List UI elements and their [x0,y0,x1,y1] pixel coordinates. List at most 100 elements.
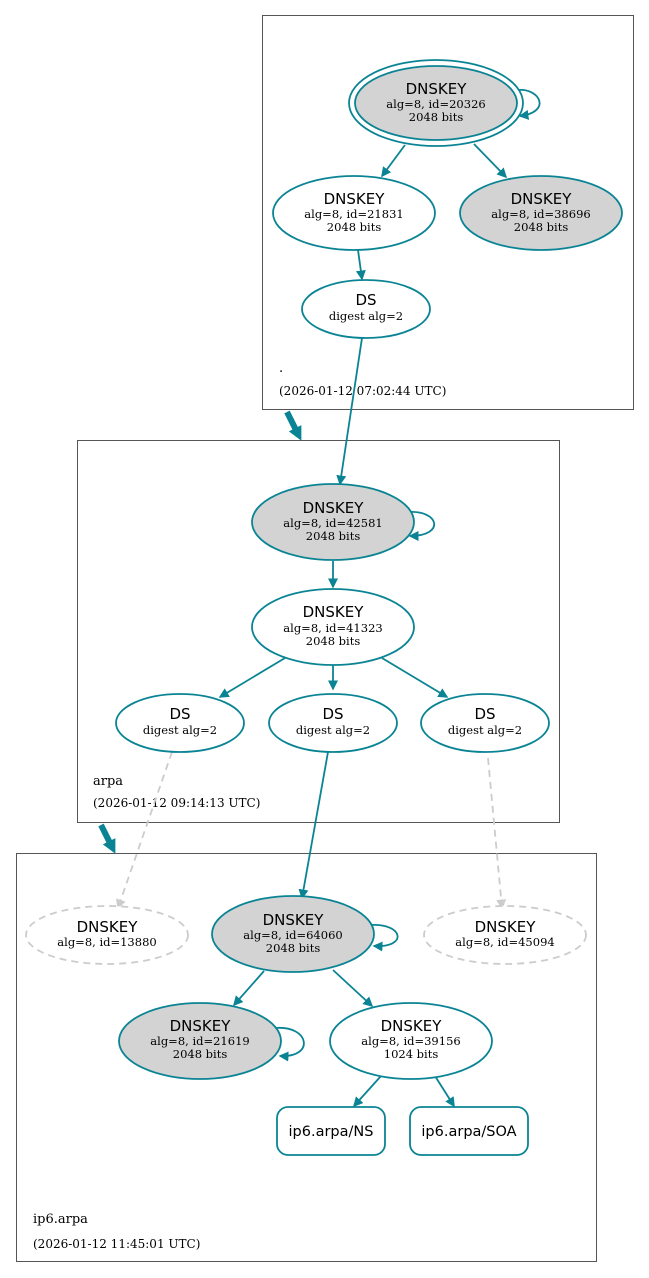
node-ds-root: DS digest alg=2 [301,279,431,339]
node-rrset-soa: ip6.arpa/SOA [409,1106,529,1156]
edge-root-ksk-self [517,89,541,120]
zone-ip6-border [16,853,597,1262]
edge-root-ksk-to-38696 [473,143,508,179]
edge-arpa-ksk-self [407,511,436,541]
node-dnskey-41323: DNSKEY alg=8, id=41323 2048 bits [251,588,415,666]
edge-ip6-ksk-self [369,924,399,952]
node-ds-arpa-3: DS digest alg=2 [420,693,550,753]
node-shape [276,1106,386,1156]
node-title: DS [322,705,343,723]
zone-arpa-border [77,440,560,823]
node-dnskey-20326: DNSKEY alg=8, id=20326 2048 bits [348,59,524,147]
edge-ip6-21619-self [274,1027,305,1062]
zone-root-timestamp: (2026-01-12 07:02:44 UTC) [279,384,446,398]
node-detail: alg=8, id=45094 [455,935,554,949]
node-shape [409,1106,529,1156]
edge-ds2-to-ip6-ksk [298,751,329,900]
node-detail: digest alg=2 [143,723,217,737]
node-shape [118,1002,282,1080]
node-shape [251,588,415,666]
node-ds-arpa-2: DS digest alg=2 [268,693,398,753]
zone-arpa: arpa (2026-01-12 09:14:13 UTC) [77,440,560,823]
node-title: DS [169,705,190,723]
node-dnskey-64060: DNSKEY alg=8, id=64060 2048 bits [211,895,375,973]
node-detail: digest alg=2 [296,723,370,737]
node-label: ip6.arpa/NS [289,1124,374,1140]
node-bits: 1024 bits [384,1047,439,1061]
node-dnskey-45094-missing: DNSKEY alg=8, id=45094 [423,905,587,965]
node-shape [420,693,550,753]
edge-ip6-ksk-to-zsk [332,969,374,1008]
node-detail: alg=8, id=42581 [283,516,382,530]
node-title: DNSKEY [303,499,365,517]
node-shape [25,905,189,965]
zone-ip6-name: ip6.arpa [33,1212,88,1227]
node-rrset-ns: ip6.arpa/NS [276,1106,386,1156]
node-detail: alg=8, id=38696 [491,207,590,221]
zone-arpa-name: arpa [93,774,123,789]
node-detail: digest alg=2 [329,309,403,323]
node-shape [354,65,518,141]
node-dnskey-39156: DNSKEY alg=8, id=39156 1024 bits [329,1002,493,1080]
node-shape [268,693,398,753]
node-title: DNSKEY [381,1017,443,1035]
delegation-arrow-root-arpa [284,410,302,441]
node-title: DNSKEY [170,1017,232,1035]
edge-zsk-to-ns [352,1075,382,1108]
node-title: DS [355,291,376,309]
edge-root-ksk-to-zsk [381,144,406,178]
node-dnskey-21619: DNSKEY alg=8, id=21619 2048 bits [118,1002,282,1080]
node-detail: alg=8, id=13880 [57,935,156,949]
zone-ip6-timestamp: (2026-01-12 11:45:01 UTC) [33,1237,200,1251]
node-dnskey-38696: DNSKEY alg=8, id=38696 2048 bits [459,175,623,251]
edge-ds1-to-missing-13880 [116,751,173,910]
node-title: DNSKEY [475,918,537,936]
zone-ip6-arpa: ip6.arpa (2026-01-12 11:45:01 UTC) [16,853,597,1262]
node-detail: digest alg=2 [448,723,522,737]
delegation-arrow-arpa-ip6 [98,823,116,854]
node-title: DNSKEY [303,603,365,621]
node-detail: alg=8, id=39156 [361,1034,460,1048]
node-shape [272,175,436,251]
zone-root: . (2026-01-12 07:02:44 UTC) [262,15,634,410]
node-bits: 2048 bits [409,110,464,124]
node-detail: alg=8, id=41323 [283,621,382,635]
node-ds-arpa-1: DS digest alg=2 [115,693,245,753]
node-dnskey-42581: DNSKEY alg=8, id=42581 2048 bits [251,483,415,561]
node-shape [423,905,587,965]
node-shape [329,1002,493,1080]
zone-root-border [262,15,634,410]
edge-root-zsk-to-ds [355,249,366,281]
zone-root-name: . [279,361,283,376]
node-shape [459,175,623,251]
node-bits: 2048 bits [327,220,382,234]
edge-ip6-ksk-to-21619 [233,970,265,1007]
edge-zsk-to-soa [434,1075,455,1108]
node-detail: alg=8, id=21619 [150,1034,249,1048]
zone-arpa-timestamp: (2026-01-12 09:14:13 UTC) [93,796,260,810]
node-shape [251,483,415,561]
node-detail: alg=8, id=21831 [304,207,403,221]
node-bits: 2048 bits [173,1047,228,1061]
node-bits: 2048 bits [306,634,361,648]
node-title: DNSKEY [263,911,325,929]
edges [116,89,541,1108]
node-title: DNSKEY [406,80,468,98]
node-bits: 2048 bits [306,529,361,543]
node-label: ip6.arpa/SOA [421,1124,516,1140]
node-dnskey-13880-missing: DNSKEY alg=8, id=13880 [25,905,189,965]
node-detail: alg=8, id=20326 [386,97,485,111]
node-bits: 2048 bits [266,941,321,955]
edge-ds3-to-missing-45094 [487,757,507,910]
edge-root-ds-to-arpa-ksk [336,337,363,486]
edge-arpa-zsk-to-ds3 [381,657,449,698]
node-shape [115,693,245,753]
node-dnskey-21831: DNSKEY alg=8, id=21831 2048 bits [272,175,436,251]
node-bits: 2048 bits [514,220,569,234]
node-title: DNSKEY [511,190,573,208]
edge-arpa-zsk-to-ds1 [218,657,286,698]
node-shape [211,895,375,973]
node-detail: alg=8, id=64060 [243,928,342,942]
